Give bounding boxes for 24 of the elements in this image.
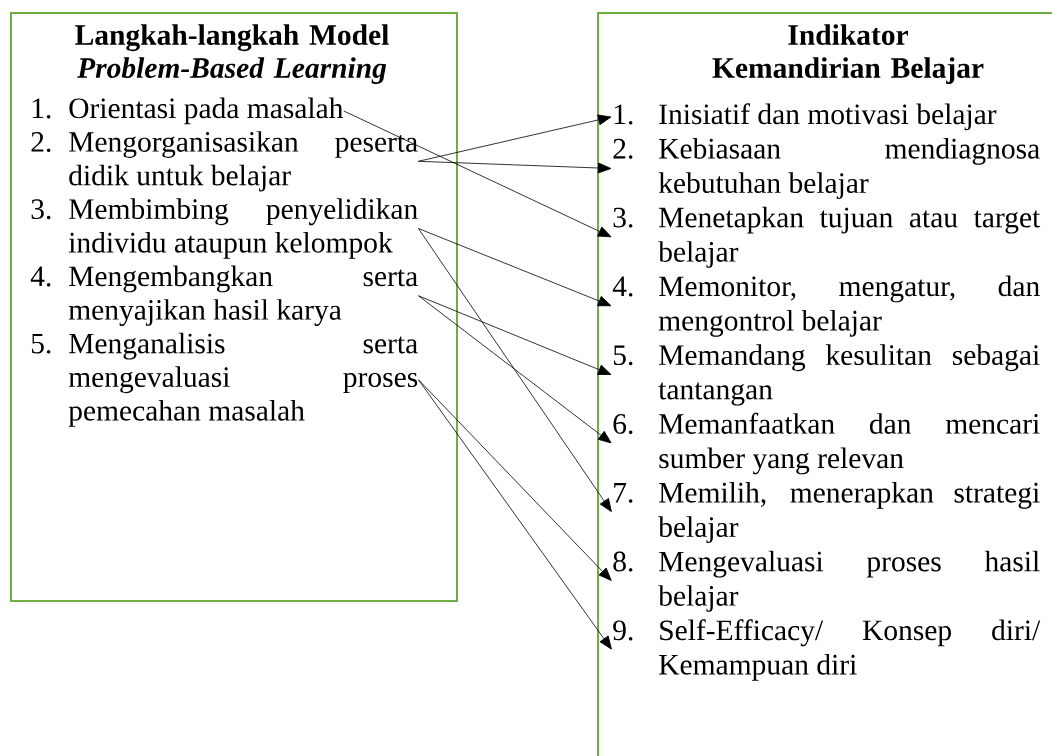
list-item: 1. Inisiatif dan motivasi belajar xyxy=(614,103,997,131)
list-item: 7. Memilih, menerapkan strategi belajar xyxy=(614,481,1040,544)
list-item: 5. Memandang kesulitan sebagai tantangan xyxy=(613,344,1040,406)
list-item: 8. Mengevaluasi proses hasil belajar xyxy=(613,550,1040,612)
arrow xyxy=(418,160,612,174)
arrow xyxy=(418,295,612,375)
heading: Langkah-langkah Model Problem-Based Learning xyxy=(75,24,389,84)
list-item: 2. Mengorganisasikan peserta didik untuk belajar xyxy=(31,131,418,192)
list-item: 4. Memonitor, mengatur, dan mengontrol belajar xyxy=(612,275,1040,337)
list-item: 3. Menetapkan tujuan atau target belajar xyxy=(613,206,1041,268)
list-item: 3. Membimbing penyelidikan individu ataupun kelompok xyxy=(31,198,418,259)
list-item: 2. Kebiasaan mendiagnosa kebutuhan belajar xyxy=(613,137,1040,200)
arrow xyxy=(418,114,612,162)
arrow xyxy=(418,228,612,307)
heading: Indikator Kemandirian Belajar xyxy=(712,24,984,84)
arrow xyxy=(418,295,612,444)
list-item: 9. Self-Efficacy/ Konsep diri/ Kemampuan diri xyxy=(613,619,1041,681)
list-item: 1. Orientasi pada masalah xyxy=(32,97,344,125)
arrow xyxy=(418,228,612,512)
arrow xyxy=(418,379,612,581)
arrow xyxy=(343,110,612,238)
list-item: 5. Menganalisis serta mengevaluasi proses pemecahan masalah xyxy=(31,332,418,427)
list-item: 6. Memanfaatkan dan mencari sumber yang relevan xyxy=(613,412,1040,475)
arrow xyxy=(418,379,612,650)
